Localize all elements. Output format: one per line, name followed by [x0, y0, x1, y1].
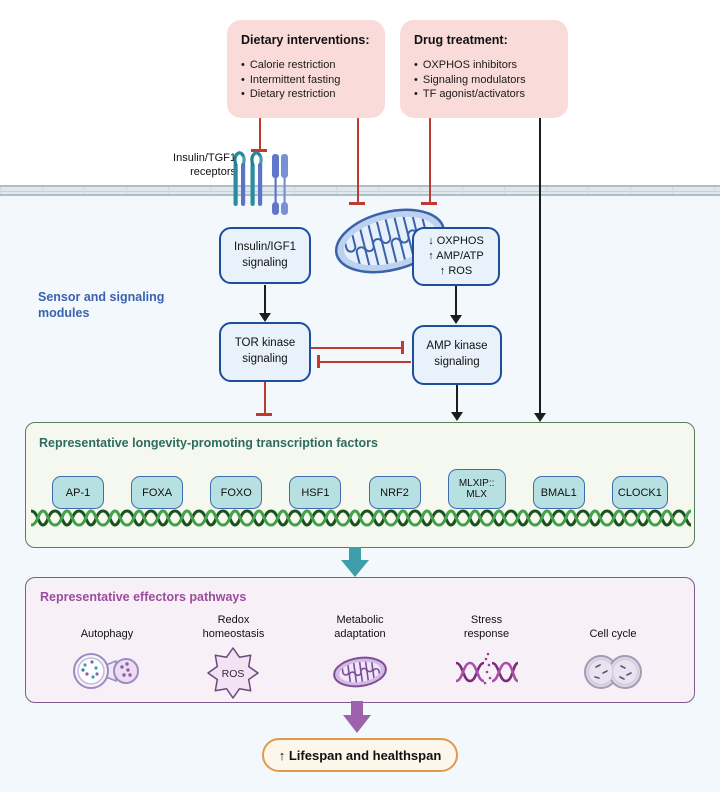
tf-section: Representative longevity-promoting trans…	[25, 422, 695, 548]
inhibition-line-dietary-mitochondria	[357, 118, 359, 202]
inhibition-line-tor-amp	[311, 347, 403, 349]
mito-status-box: ↓ OXPHOS ↑ AMP/ATP ↑ ROS	[412, 227, 500, 286]
effector-metabolic: Metabolic adaptation	[301, 614, 419, 698]
insulin-tgf1-receptors-icon	[233, 151, 288, 215]
cell-division-icon	[580, 646, 646, 698]
tf-box-bmal1: BMAL1	[532, 476, 585, 509]
tf-box-clock1: CLOCK1	[611, 476, 668, 509]
amp-kinase-box: AMP kinase signaling	[412, 325, 502, 385]
drug-item: • OXPHOS inhibitors	[414, 58, 558, 73]
activation-line-amp-tf	[456, 385, 458, 412]
tf-box-hsf1: HSF1	[289, 476, 342, 509]
sensor-modules-label: Sensor and signaling modules	[38, 290, 165, 321]
effector-label: Metabolic adaptation	[334, 614, 386, 641]
bullet: •	[414, 59, 418, 71]
tf-box-foxo: FOXO	[210, 476, 263, 509]
dietary-interventions-box: Dietary interventions: • Calorie restrict…	[227, 20, 385, 118]
drug-item: • TF agonist/activators	[414, 87, 558, 102]
drug-treatment-box: Drug treatment: • OXPHOS inhibitors • Sign…	[400, 20, 568, 118]
bullet: •	[241, 88, 245, 100]
dna-helix-icon	[31, 507, 691, 529]
bullet: •	[414, 88, 418, 100]
effector-redox: Redox homeostasis ROS	[175, 614, 293, 699]
drug-title: Drug treatment:	[414, 33, 508, 47]
arrowhead-insulin-tor	[259, 313, 271, 322]
tf-box-nrf2: NRF2	[368, 476, 421, 509]
cell-membrane	[0, 185, 720, 196]
membrane-texture	[0, 187, 720, 194]
purple-down-arrow	[343, 701, 371, 733]
dietary-item-label: Intermittent fasting	[249, 73, 341, 86]
inhibition-tbar-mitochondria-right	[421, 202, 437, 205]
mitochondria-small-icon	[330, 646, 390, 698]
lifespan-outcome-box: ↑ Lifespan and healthspan	[262, 738, 458, 772]
activation-line-drug-tf	[539, 118, 541, 413]
bullet: •	[241, 73, 245, 86]
effectors-row: Autophagy	[48, 614, 672, 699]
activation-line-insulin-tor	[264, 285, 266, 313]
autophagy-icon	[70, 646, 144, 698]
dietary-item: • Calorie restriction	[241, 58, 375, 73]
effector-cellcycle: Cell cycle	[554, 614, 672, 698]
drug-item-label: TF agonist/activators	[422, 88, 525, 100]
drug-item: • Signaling modulators	[414, 73, 558, 88]
tf-box-ap1: AP-1	[52, 476, 104, 509]
inhibition-tbar-mitochondria-left	[349, 202, 365, 205]
dna-damage-icon	[454, 646, 520, 698]
inhibition-tbar-tor	[317, 355, 320, 368]
effector-autophagy: Autophagy	[48, 614, 166, 698]
tf-box-mlxip-mlx: MLXIP:: MLX	[447, 469, 506, 509]
arrowhead-mito-amp	[450, 315, 462, 324]
effectors-section: Representative effectors pathways Autoph…	[25, 577, 695, 703]
dietary-title: Dietary interventions:	[241, 33, 370, 47]
insulin-igf1-signaling-box: Insulin/IGF1 signaling	[219, 227, 311, 284]
receptor-3	[272, 154, 288, 215]
arrowhead-drug-tf	[534, 413, 546, 422]
effector-label: Redox homeostasis	[202, 614, 265, 640]
bullet: •	[414, 73, 418, 86]
tor-kinase-box: TOR kinase signaling	[219, 322, 311, 382]
inhibition-line-amp-tor	[317, 361, 411, 363]
receptor-2	[250, 151, 263, 206]
ros-burst-icon: ROS	[205, 646, 263, 702]
inhibition-tbar-receptors	[251, 149, 267, 152]
dietary-item-label: Dietary restriction	[249, 88, 336, 100]
receptor-1	[233, 151, 246, 206]
inhibition-tbar-amp	[401, 341, 404, 354]
inhibition-line-tor-tf	[264, 382, 266, 413]
dietary-item: • Intermittent fasting	[241, 73, 375, 88]
bullet: •	[241, 59, 245, 71]
drug-item-label: OXPHOS inhibitors	[422, 59, 518, 71]
inhibition-tbar-tf	[256, 413, 272, 416]
tf-row: AP-1 FOXA FOXO HSF1 NRF2 MLXIP:: MLX BMA…	[52, 469, 668, 509]
inhibition-line-dietary-receptors	[259, 118, 261, 149]
teal-down-arrow	[341, 547, 369, 577]
effector-stress: Stress response	[428, 614, 546, 698]
activation-line-mito-amp	[455, 286, 457, 315]
tf-box-foxa: FOXA	[131, 476, 184, 509]
drug-item-label: Signaling modulators	[422, 73, 526, 86]
tf-section-title: Representative longevity-promoting trans…	[39, 436, 378, 450]
ros-text: ROS	[221, 668, 244, 680]
dietary-item-label: Calorie restriction	[249, 59, 336, 71]
arrowhead-amp-tf	[451, 412, 463, 421]
receptor-label: Insulin/TGF1 receptors	[173, 152, 236, 179]
effectors-section-title: Representative effectors pathways	[40, 590, 247, 604]
effector-label: Stress response	[463, 614, 510, 641]
inhibition-line-drug-mitochondria	[429, 118, 431, 202]
effector-label: Autophagy	[80, 628, 134, 641]
effector-label: Cell cycle	[589, 628, 637, 641]
dietary-item: • Dietary restriction	[241, 87, 375, 102]
